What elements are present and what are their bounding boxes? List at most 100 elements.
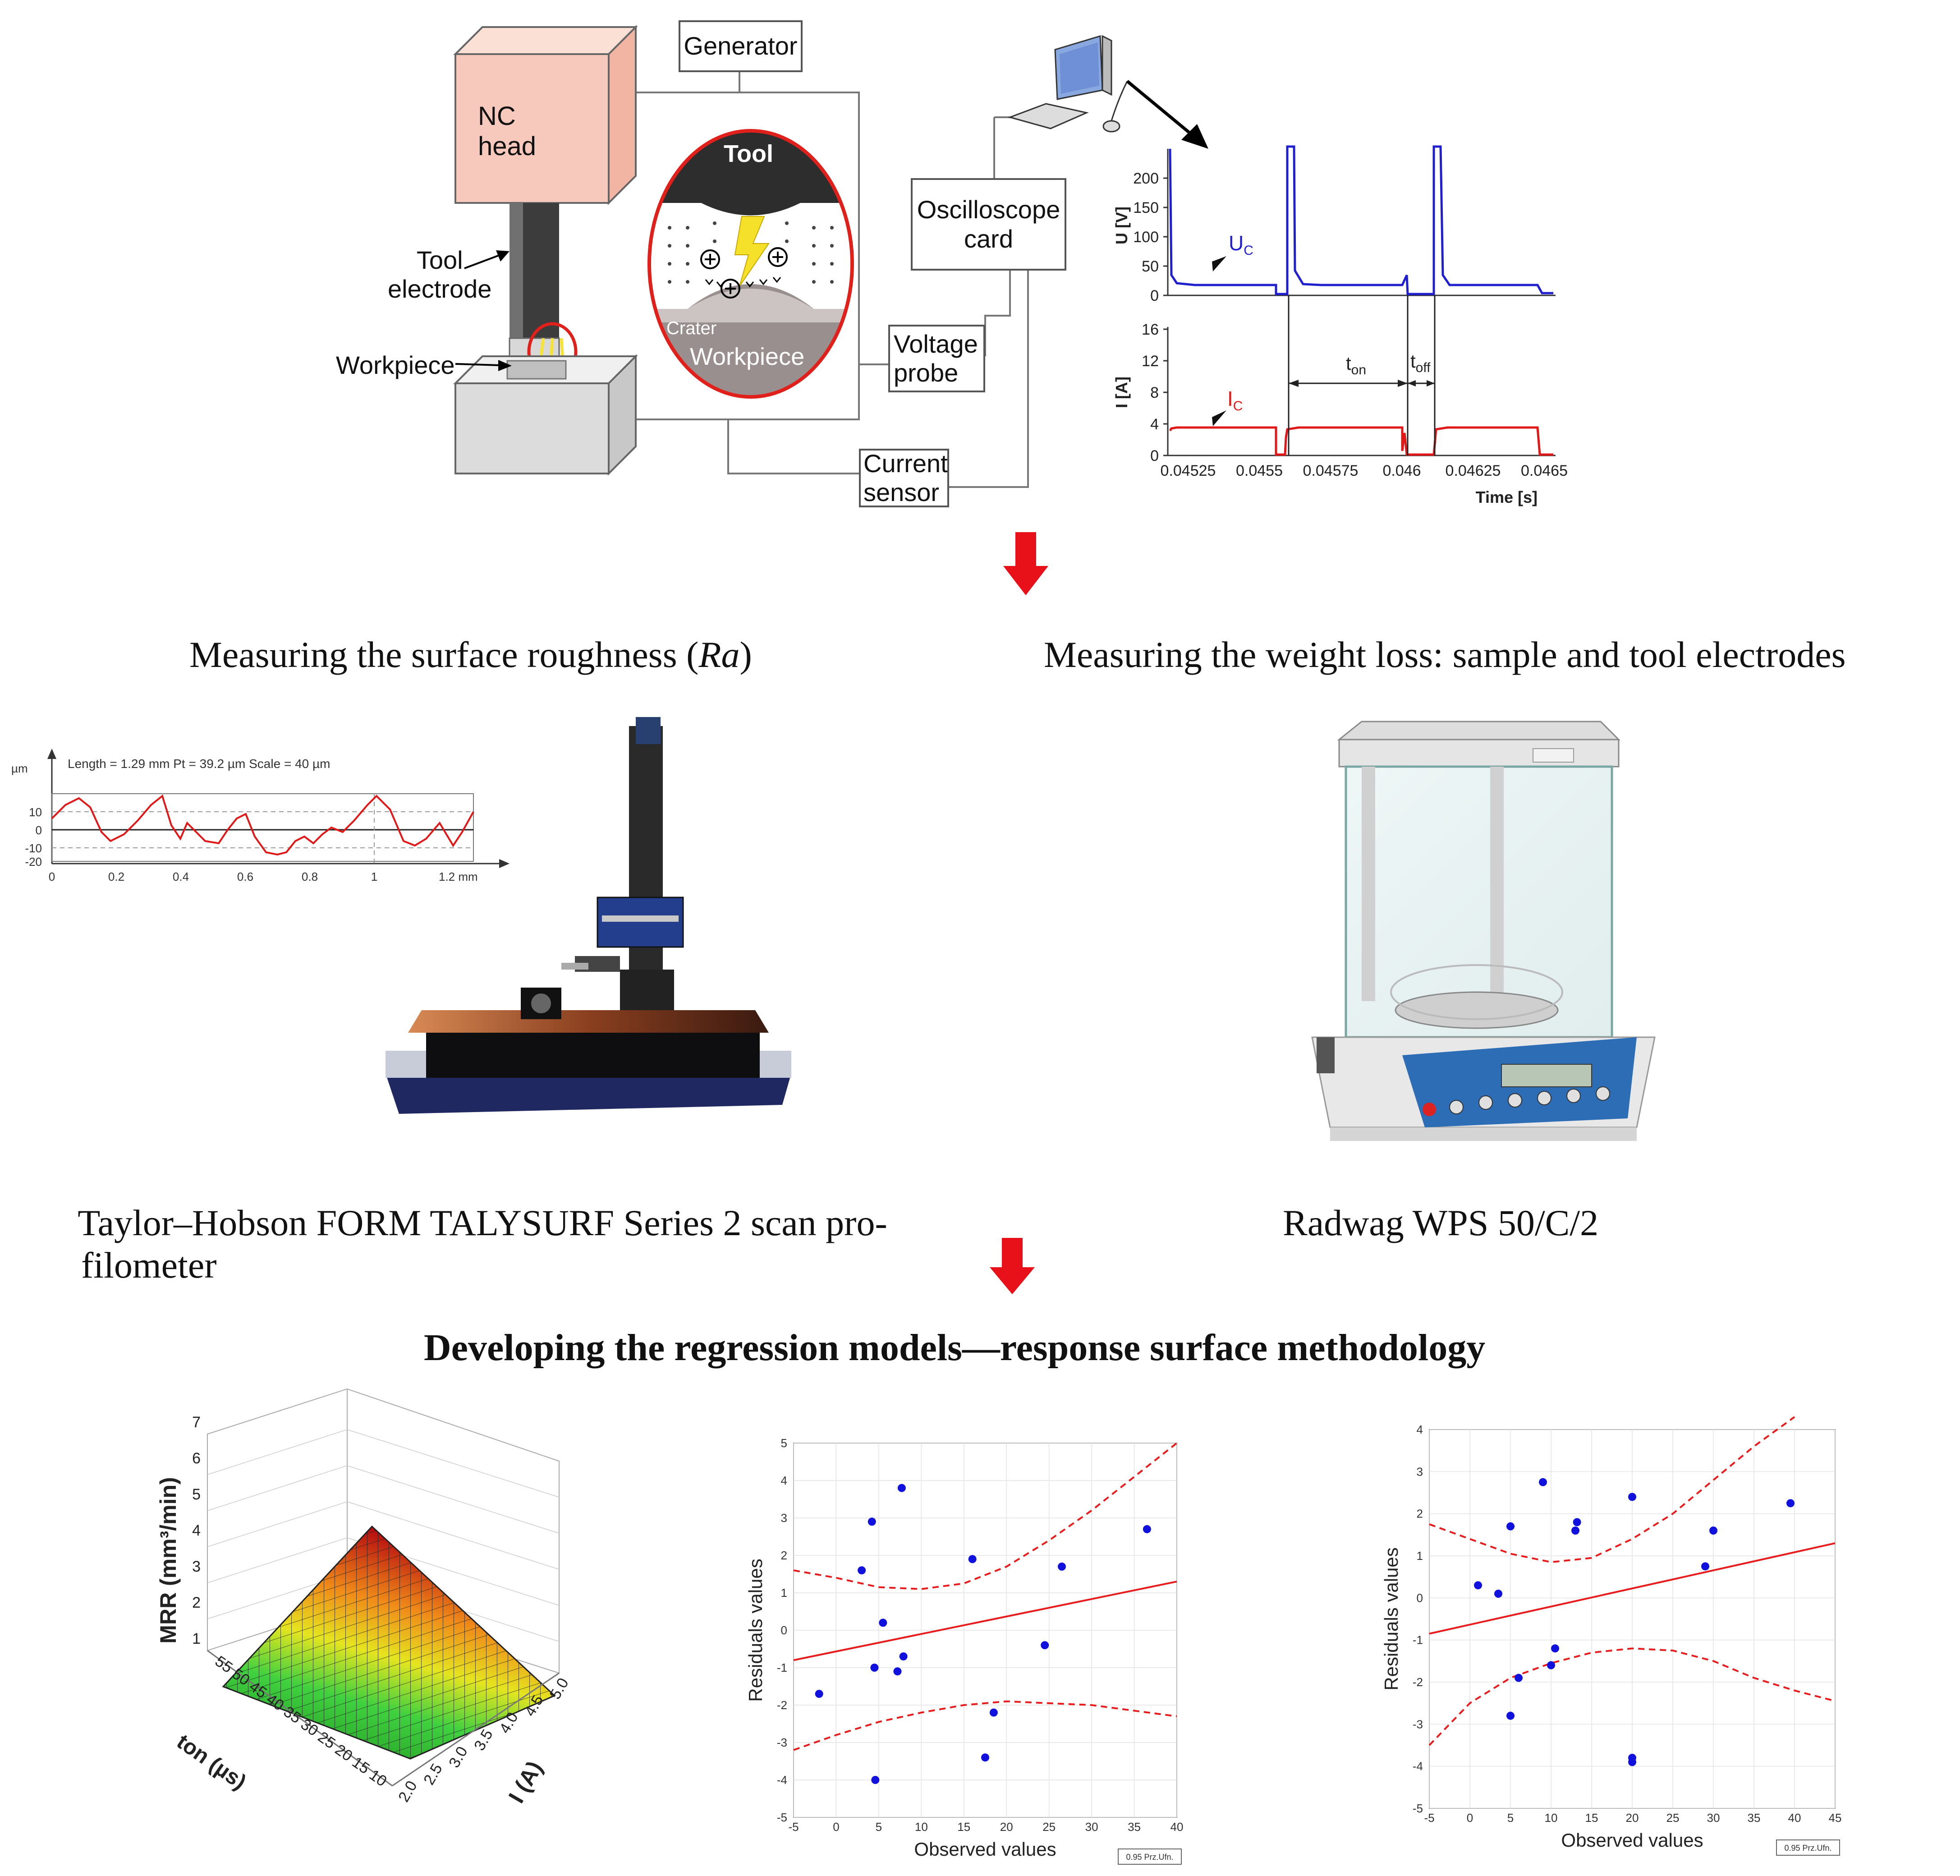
nc-head xyxy=(453,25,638,205)
uc-label: UC xyxy=(1229,231,1253,258)
current-sensor-box: Current sensor xyxy=(859,449,949,507)
profilometer-image xyxy=(386,717,791,1114)
i-axis-label: I [A] xyxy=(1112,377,1131,408)
x-tick-label: 10 xyxy=(1545,1811,1558,1825)
ic-label: IC xyxy=(1227,387,1243,414)
u-tick-label: 100 xyxy=(1133,229,1159,246)
y-tick-label: -2 xyxy=(777,1698,787,1712)
data-point xyxy=(871,1776,880,1784)
x-tick-label: 10 xyxy=(915,1820,928,1834)
mrr-z-tick: 4 xyxy=(192,1522,201,1539)
profile-header: Length = 1.29 mm Pt = 39.2 µm Scale = 40… xyxy=(68,757,330,771)
x-tick-label: 30 xyxy=(1707,1811,1720,1825)
data-point xyxy=(1709,1527,1717,1535)
x-tick-label: 5 xyxy=(876,1820,882,1834)
x-tick-label: 0 xyxy=(1467,1811,1473,1825)
spark-inset xyxy=(647,129,854,399)
y-tick-label: -1 xyxy=(1413,1633,1423,1647)
data-point xyxy=(1506,1522,1515,1531)
x-tick-label: -5 xyxy=(1424,1811,1434,1825)
y-tick-label: 4 xyxy=(1417,1423,1423,1436)
caption-profilometer-line1: Taylor–Hobson FORM TALYSURF Series 2 sca… xyxy=(78,1202,887,1243)
computer-icon xyxy=(1008,35,1128,133)
roughness-profile-plot: µm Length = 1.29 mm Pt = 39.2 µm Scale =… xyxy=(11,749,510,883)
workpiece-arrow xyxy=(455,360,512,371)
flow-arrow-1 xyxy=(1003,532,1048,595)
inset-crater-label: Crater xyxy=(666,318,717,338)
mrr-z-tick: 3 xyxy=(192,1558,201,1575)
balance-image xyxy=(1311,721,1656,1141)
ci-upper-line xyxy=(1429,1416,1795,1563)
ci-upper-line xyxy=(793,1442,1178,1590)
y-tick-label: 4 xyxy=(781,1474,787,1487)
data-point xyxy=(1515,1674,1523,1682)
mrr-z-tick: 7 xyxy=(192,1414,201,1431)
data-point xyxy=(1494,1590,1502,1598)
profile-x-tick: 1 xyxy=(371,870,377,883)
mrr-z-tick: 2 xyxy=(192,1594,201,1611)
voltage-probe-box: Voltage probe xyxy=(888,325,985,392)
profile-x-tick: 0.8 xyxy=(302,870,318,883)
data-point xyxy=(981,1753,989,1762)
i-tick-label: 4 xyxy=(1150,416,1159,433)
profile-x-tick: 1.2 mm xyxy=(439,870,478,883)
data-point xyxy=(1547,1661,1555,1669)
data-point xyxy=(879,1619,887,1627)
profile-y-unit: µm xyxy=(11,762,28,775)
data-point xyxy=(815,1690,823,1698)
x-tick-label: 30 xyxy=(1085,1820,1098,1834)
x-tick-label: 25 xyxy=(1666,1811,1680,1825)
y-tick-label: 0 xyxy=(1417,1591,1423,1605)
x-tick-label: 25 xyxy=(1042,1820,1056,1834)
data-point xyxy=(1628,1493,1636,1501)
x-tick-label: 0 xyxy=(833,1820,839,1834)
caption-profilometer: Taylor–Hobson FORM TALYSURF Series 2 sca… xyxy=(32,1202,933,1287)
time-axis-label: Time [s] xyxy=(1476,488,1538,506)
y-tick-label: 1 xyxy=(781,1586,787,1600)
x-axis-label: Observed values xyxy=(1561,1830,1703,1851)
y-tick-label: 3 xyxy=(1417,1465,1423,1478)
data-point xyxy=(1058,1562,1066,1571)
fit-line xyxy=(1429,1542,1836,1635)
y-tick-label: 5 xyxy=(781,1436,787,1450)
connection-wires xyxy=(629,70,1046,488)
x-tick-label: 40 xyxy=(1788,1811,1801,1825)
i-tick-label: 8 xyxy=(1150,384,1159,401)
x-axis-label: Observed values xyxy=(914,1839,1056,1860)
y-tick-label: 2 xyxy=(781,1549,787,1562)
generator-box: Generator xyxy=(679,20,803,72)
caption-weight-loss: Measuring the weight loss: sample and to… xyxy=(1044,634,1846,675)
y-tick-label: -1 xyxy=(777,1661,787,1674)
x-tick-label: 20 xyxy=(1000,1820,1013,1834)
mrr-z-tick: 5 xyxy=(192,1486,201,1503)
time-tick-label: 0.04625 xyxy=(1446,462,1501,479)
data-point xyxy=(968,1555,977,1563)
data-point xyxy=(893,1667,902,1676)
data-point xyxy=(858,1566,866,1575)
tool-electrode-label: Tool electrode xyxy=(388,246,492,303)
caption-roughness: Measuring the surface roughness (Ra) xyxy=(189,634,752,675)
inset-tool-label: Tool xyxy=(724,140,773,167)
data-point xyxy=(1551,1644,1559,1653)
u-tick-label: 50 xyxy=(1142,258,1159,275)
data-point xyxy=(1571,1527,1579,1535)
data-point xyxy=(1701,1562,1709,1571)
x-tick-label: 20 xyxy=(1626,1811,1639,1825)
time-tick-label: 0.046 xyxy=(1382,462,1421,479)
data-point xyxy=(1786,1499,1795,1508)
caption-balance: Radwag WPS 50/C/2 xyxy=(1283,1202,1599,1243)
y-tick-label: -3 xyxy=(777,1736,787,1749)
y-tick-label: -2 xyxy=(1413,1675,1423,1689)
profile-x-tick: 0.6 xyxy=(237,870,253,883)
data-point xyxy=(989,1708,998,1717)
ci-lower-line xyxy=(1428,1647,1836,1746)
y-tick-label: 2 xyxy=(1417,1507,1423,1521)
time-tick-label: 0.0455 xyxy=(1236,462,1283,479)
y-tick-label: -4 xyxy=(777,1773,787,1787)
workpiece-label: Workpiece xyxy=(336,351,455,379)
legend-label: 0.95 Prz.Ufn. xyxy=(1784,1844,1831,1853)
